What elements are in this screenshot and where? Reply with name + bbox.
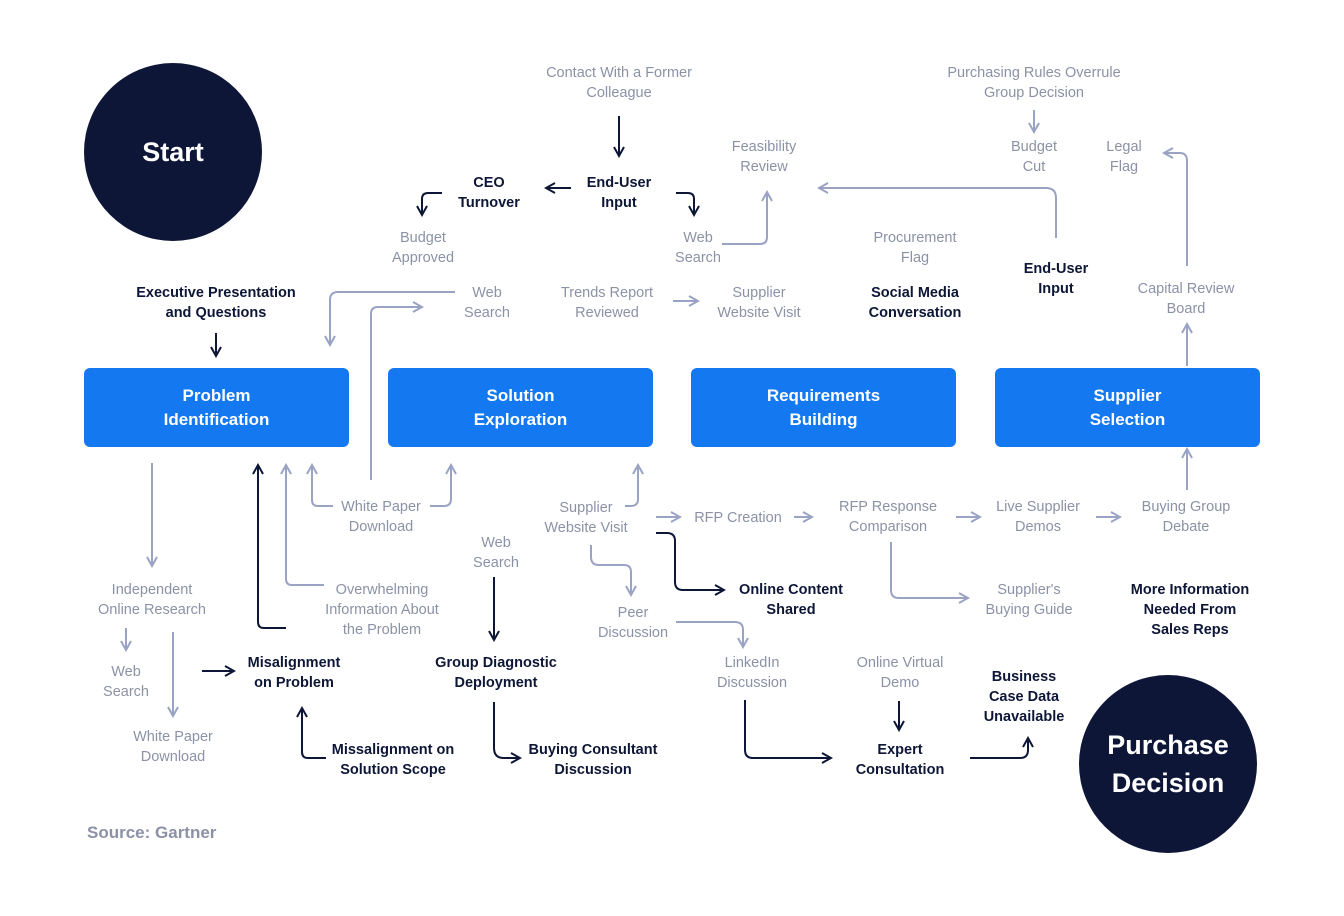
stage-requirements-building: Requirements Building: [691, 368, 956, 447]
node-web-search-mid: Web Search: [473, 535, 519, 571]
node-capital-review-board: Capital Review Board: [1137, 281, 1235, 317]
node-misalignment-solution-scope: Missalignment on Solution Scope: [331, 742, 455, 778]
node-overwhelming-information: Overwhelming Information About the Probl…: [325, 582, 439, 638]
arrow-whitepaper-to-problem: [312, 465, 333, 507]
arrow-capital-to-legal: [1164, 153, 1188, 266]
node-live-supplier-demos: Live Supplier Demos: [996, 499, 1080, 535]
node-business-case-unavailable: Business Case Data Unavailable: [983, 669, 1065, 725]
node-expert-consultation: Expert Consultation: [855, 742, 945, 778]
node-budget-cut: Budget Cut: [1011, 139, 1057, 175]
arrow-whitepaper-to-solution: [430, 465, 451, 507]
node-more-information-needed: More Information Needed From Sales Reps: [1130, 582, 1250, 638]
source-credit: Source: Gartner: [87, 823, 217, 842]
node-trends-report: Trends Report Reviewed: [560, 285, 654, 321]
arrow-ceo-to-budget: [422, 192, 442, 215]
node-rfp-response-comparison: RFP Response Comparison: [838, 499, 938, 535]
node-feasibility-review: Feasibility Review: [731, 139, 797, 175]
node-supplier-website-mid: Supplier Website Visit: [544, 500, 628, 536]
arrow-supplier-to-content: [656, 532, 724, 590]
node-social-media-conversation: Social Media Conversation: [868, 285, 962, 321]
node-legal-flag: Legal Flag: [1106, 139, 1142, 175]
arrow-websearch-to-feasibility: [722, 192, 767, 245]
arrow-misalign-to-problem: [258, 465, 286, 629]
node-independent-online-research: Independent Online Research: [98, 582, 206, 618]
start-label: Start: [142, 136, 204, 167]
node-end-user-input-right: End-User Input: [1023, 261, 1089, 297]
node-suppliers-buying-guide: Supplier's Buying Guide: [985, 582, 1073, 618]
node-misalignment-on-problem: Misalignment on Problem: [247, 655, 341, 691]
node-white-paper-download-mid: White Paper Download: [341, 499, 421, 535]
node-ceo-turnover: CEO Turnover: [458, 175, 520, 211]
node-supplier-website-top: Supplier Website Visit: [717, 285, 801, 321]
arrow-peer-to-linkedin: [676, 621, 743, 647]
node-end-user-input-top: End-User Input: [586, 175, 652, 211]
arrow-websearch-top-to-problem: [330, 291, 455, 345]
purchase-decision-circle: Purchase Decision: [1079, 675, 1257, 853]
stage-supplier-selection: Supplier Selection: [995, 368, 1260, 447]
arrow-supplier-to-peer: [590, 545, 631, 595]
node-buying-consultant-discussion: Buying Consultant Discussion: [528, 742, 658, 778]
node-group-diagnostic-deployment: Group Diagnostic Deployment: [435, 655, 557, 691]
arrow-supplier-to-solution: [625, 465, 638, 507]
node-peer-discussion: Peer Discussion: [597, 605, 669, 641]
start-circle: Start: [84, 63, 262, 241]
stage-problem-identification: Problem Identification: [84, 368, 349, 447]
arrow-overwhelming-to-problem: [286, 465, 324, 586]
arrow-scope-to-misalign: [302, 708, 326, 759]
node-linkedin-discussion: LinkedIn Discussion: [716, 655, 788, 691]
node-online-virtual-demo: Online Virtual Demo: [856, 655, 944, 691]
node-purchasing-rules: Purchasing Rules Overrule Group Decision: [947, 65, 1121, 101]
arrow-linkedin-to-expert: [744, 700, 831, 758]
node-online-content-shared: Online Content Shared: [739, 582, 843, 618]
node-buying-group-debate: Buying Group Debate: [1141, 499, 1231, 535]
node-executive-presentation: Executive Presentation and Questions: [136, 285, 296, 321]
arrow-expert-to-business: [970, 738, 1028, 759]
node-web-search-top-right: Web Search: [675, 230, 721, 266]
node-web-search-top-mid: Web Search: [464, 285, 510, 321]
node-rfp-creation: RFP Creation: [694, 510, 782, 526]
stage-solution-exploration: Solution Exploration: [388, 368, 653, 447]
node-budget-approved: Budget Approved: [391, 230, 455, 266]
arrow-response-to-guide: [890, 542, 968, 598]
node-contact-former-colleague: Contact With a Former Colleague: [546, 65, 692, 101]
node-white-paper-download-low: White Paper Download: [133, 729, 213, 765]
node-web-search-low: Web Search: [103, 664, 149, 700]
arrow-enduser-to-websearch: [676, 192, 694, 215]
node-procurement-flag: Procurement Flag: [873, 230, 957, 266]
arrow-enduser-right-to-feasibility: [819, 188, 1057, 238]
arrow-diagnostic-to-consultant: [493, 702, 520, 758]
purchase-decision-label: Purchase Decision: [1107, 730, 1229, 798]
arrow-whitepaper-to-websearch-top: [370, 307, 422, 480]
